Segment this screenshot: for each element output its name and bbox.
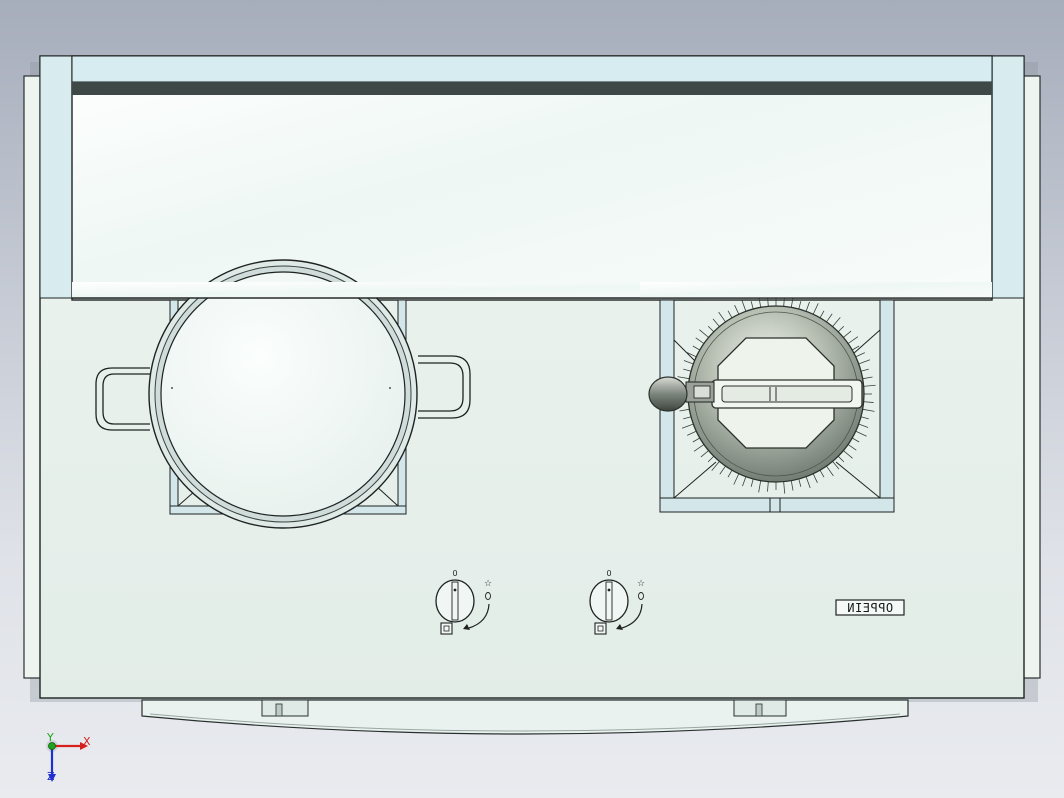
lid-top-edge — [71, 55, 993, 83]
right-burner-knob[interactable]: 0 ☆ — [589, 569, 645, 635]
kettle-icon[interactable] — [648, 294, 876, 494]
knob-off-symbol: 0 — [606, 569, 611, 578]
front-trim — [141, 699, 909, 735]
hood-left-trim — [39, 55, 75, 299]
axis-x-label: X — [83, 735, 91, 748]
axis-y-label: Y — [46, 731, 54, 744]
foot-left — [261, 699, 309, 717]
glass-lid[interactable] — [71, 55, 993, 301]
axis-triad-icon: X Y Z — [46, 731, 91, 783]
front-trim-edge — [149, 713, 901, 732]
axis-z-label: Z — [47, 770, 55, 783]
flame-icon: ☆ — [637, 579, 645, 589]
knob-off-symbol: 0 — [452, 569, 457, 578]
lid-hinge-band — [72, 82, 992, 95]
brand-label: OPPEIN — [847, 601, 893, 615]
flame-icon: ☆ — [484, 579, 492, 589]
right-burner-grate — [659, 299, 895, 513]
pot-right-handle — [418, 355, 471, 419]
pot-left-handle — [95, 367, 150, 431]
knob-icon[interactable] — [435, 579, 475, 623]
hood-right-trim — [989, 55, 1025, 299]
pot-icon[interactable] — [148, 259, 418, 529]
left-burner-knob[interactable]: 0 ☆ — [435, 569, 492, 635]
brand-plate: OPPEIN — [835, 599, 905, 616]
lid-overlap-right — [640, 282, 992, 298]
knob-icon[interactable] — [589, 579, 629, 623]
foot-right — [733, 699, 787, 717]
